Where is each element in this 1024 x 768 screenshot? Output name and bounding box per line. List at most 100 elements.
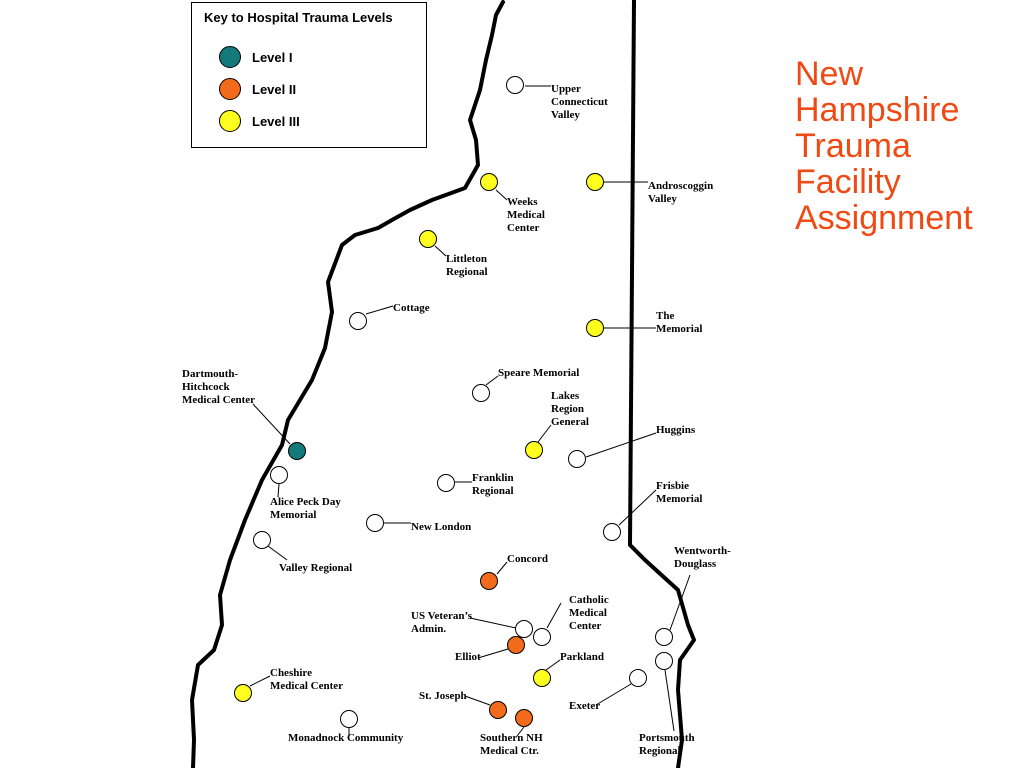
level-1-swatch [219, 46, 241, 68]
hospital-marker [234, 684, 252, 702]
leader-line [545, 659, 561, 671]
legend-label-level-2: Level II [252, 81, 297, 97]
hospital-new-london: New London [366, 514, 471, 533]
hospital-valley-regional: Valley Regional [253, 531, 352, 574]
hospital-marker [366, 514, 384, 532]
legend-item-level-1: Level I [219, 45, 292, 69]
leader-line [546, 602, 562, 629]
hospital-marker [515, 620, 533, 638]
title-line: Facility [795, 163, 901, 201]
leader-line [537, 424, 552, 443]
hospital-wentworth-douglass: Wentworth-Douglass [655, 545, 731, 646]
hospital-marker [288, 442, 306, 460]
hospital-marker [533, 628, 551, 646]
hospital-st-joseph: St. Joseph [419, 690, 507, 719]
page-title: New Hampshire Trauma Facility Assignment [795, 56, 973, 236]
title-line: Assignment [795, 199, 973, 237]
hospital-marker [489, 701, 507, 719]
title-line: Trauma [795, 127, 911, 165]
hospital-huggins: Huggins [568, 424, 696, 468]
legend-label-level-1: Level I [252, 49, 293, 65]
legend: Key to Hospital Trauma Levels Level I Le… [191, 2, 427, 148]
legend-item-level-2: Level II [219, 77, 296, 101]
leader-line [618, 489, 657, 526]
legend-title: Key to Hospital Trauma Levels [204, 10, 393, 25]
hospital-marker [340, 710, 358, 728]
hospital-marker [349, 312, 367, 330]
hospital-marker [586, 173, 604, 191]
leader-line [469, 617, 517, 629]
leader-line [664, 669, 675, 732]
hospital-marker [419, 230, 437, 248]
hospital-marker [480, 173, 498, 191]
hospital-elliot: Elliot [455, 636, 525, 663]
legend-label-level-3: Level III [252, 113, 300, 129]
leader-line [516, 726, 525, 737]
hospital-marker [270, 466, 288, 484]
leader-line [669, 574, 691, 631]
hospital-marker [603, 523, 621, 541]
leader-line [585, 432, 657, 458]
leader-line [477, 648, 509, 659]
hospital-marker [533, 669, 551, 687]
hospital-label: New London [411, 521, 471, 533]
hospital-marker [568, 450, 586, 468]
hospital-label: Exeter [569, 700, 600, 712]
hospital-label: Elliot [455, 651, 481, 663]
leader-line [277, 483, 280, 498]
leader-line [434, 245, 447, 257]
leader-line [485, 375, 499, 386]
hospital-label: Cottage [393, 302, 430, 314]
leader-line [495, 189, 508, 201]
hospital-marker [655, 652, 673, 670]
hospital-label: Parkland [560, 651, 604, 663]
hospital-label: Monadnock Community [288, 732, 404, 744]
legend-item-level-3: Level III [219, 109, 300, 133]
hospital-marker [586, 319, 604, 337]
hospital-concord: Concord [480, 553, 548, 590]
hospital-parkland: Parkland [533, 651, 604, 687]
leader-line [464, 695, 491, 706]
hospital-label: Valley Regional [279, 562, 352, 574]
hospital-marker [472, 384, 490, 402]
leader-line [496, 561, 508, 575]
hospital-marker [655, 628, 673, 646]
leader-line [252, 403, 291, 445]
hospital-label: St. Joseph [419, 690, 467, 702]
leader-line [267, 545, 288, 561]
hospital-speare-memorial: Speare Memorial [472, 367, 579, 402]
hospital-monadnock-community: Monadnock Community [288, 710, 404, 744]
hospital-label: Huggins [656, 424, 696, 436]
leader-line [249, 675, 271, 687]
hospital-cottage: Cottage [349, 302, 430, 330]
level-3-swatch [219, 110, 241, 132]
level-2-swatch [219, 78, 241, 100]
